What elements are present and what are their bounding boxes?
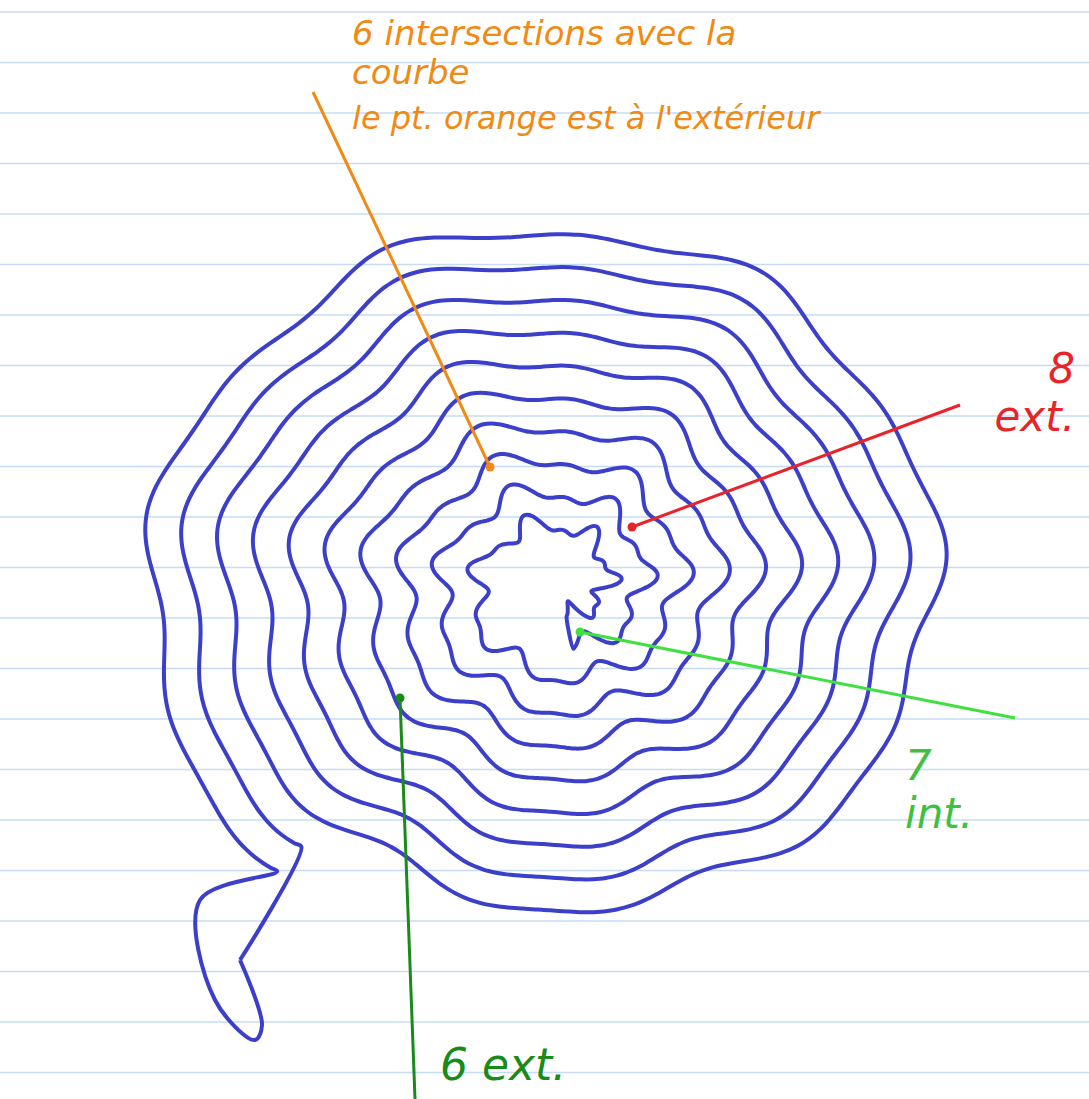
ruled-line	[0, 213, 1089, 215]
handwritten-note: 6 intersections avec la courbe	[352, 14, 782, 92]
ruled-line	[0, 870, 1089, 872]
handwritten-note: 6 ext.	[440, 1040, 640, 1091]
ruled-line	[0, 567, 1089, 569]
ruled-line	[0, 314, 1089, 316]
test-point	[396, 694, 405, 703]
ruled-line	[0, 516, 1089, 518]
ruled-line	[0, 163, 1089, 165]
handwritten-note: 8 ext.	[955, 345, 1075, 442]
jordan-curve	[145, 234, 946, 1040]
ruled-line	[0, 718, 1089, 720]
ruled-lines	[0, 12, 1089, 1073]
ruled-line	[0, 11, 1089, 13]
test-point	[628, 523, 637, 532]
light-green-ray	[580, 632, 1015, 718]
handwritten-note: 7 int.	[905, 742, 995, 839]
red-ray	[632, 405, 960, 527]
test-point	[486, 463, 495, 472]
ruled-line	[0, 62, 1089, 64]
dark-green-ray	[400, 698, 415, 1099]
ruled-line	[0, 1021, 1089, 1023]
orange-ray	[313, 92, 490, 467]
test-point	[576, 628, 585, 637]
ruled-line	[0, 920, 1089, 922]
ruled-line	[0, 971, 1089, 973]
handwritten-note: le pt. orange est à l'extérieur	[352, 100, 992, 137]
ruled-line	[0, 264, 1089, 266]
